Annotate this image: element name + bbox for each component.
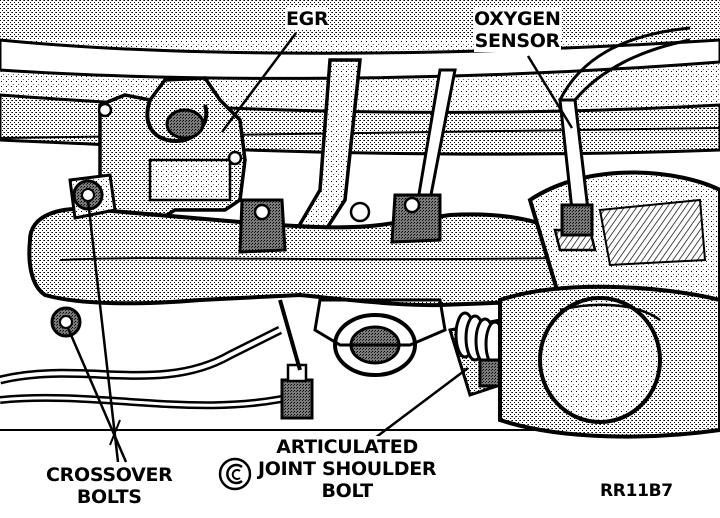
oxygen-sensor-label-line1: OXYGEN xyxy=(474,8,561,30)
crossover-leader-lower xyxy=(66,327,128,463)
lower-lines xyxy=(0,325,720,446)
egr-valve xyxy=(97,76,247,227)
articulated-joint xyxy=(313,298,517,397)
oxygen-sensor-label: OXYGEN SENSOR xyxy=(474,8,561,52)
chrysler-logo-icon xyxy=(218,457,252,491)
crossover-bolts-label: CROSSOVER BOLTS xyxy=(46,464,173,508)
articulated-bolt-label: ARTICULATED JOINT SHOULDER BOLT xyxy=(258,436,437,502)
crossover-bolts-label-line2: BOLTS xyxy=(76,486,142,508)
crossover-leader-upper xyxy=(86,199,120,463)
figure-code-text: RR11B7 xyxy=(600,481,673,501)
articulated-bolt-label-line2: JOINT SHOULDER xyxy=(258,458,437,480)
egr-label: EGR xyxy=(286,8,329,30)
crossover-bolts-label-line1: CROSSOVER xyxy=(46,464,173,486)
articulated-bolt-label-line1: ARTICULATED xyxy=(276,436,418,458)
leader-lines xyxy=(66,32,574,463)
egr-label-text: EGR xyxy=(286,8,329,30)
egr-leader xyxy=(220,32,298,133)
oxygen-sensor xyxy=(558,26,691,237)
articulated-bolt-leader xyxy=(374,367,469,439)
oxygen-sensor-leader xyxy=(526,55,574,129)
oxygen-sensor-label-line2: SENSOR xyxy=(474,30,561,52)
spring-coils xyxy=(454,311,506,368)
articulated-bolt-label-line3: BOLT xyxy=(321,480,373,502)
figure-code: RR11B7 xyxy=(600,480,673,502)
exhaust-manifold xyxy=(27,173,578,338)
exhaust-pipe xyxy=(498,170,720,439)
tube-fitting xyxy=(278,299,314,420)
